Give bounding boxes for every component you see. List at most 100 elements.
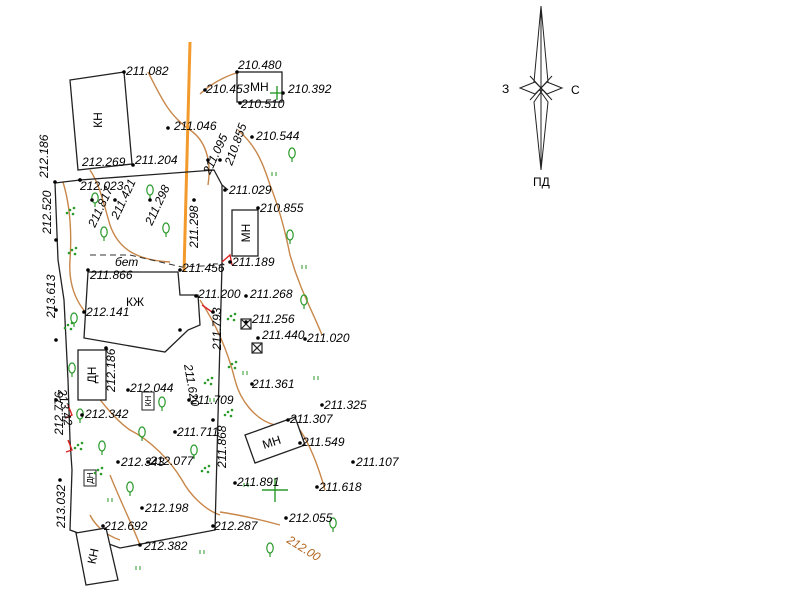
survey-point-marker (80, 413, 84, 417)
elevation-label: 211.107 (355, 455, 400, 469)
building-kn-small-label: КН (144, 396, 153, 407)
survey-point-marker (194, 294, 198, 298)
survey-point-marker (320, 403, 324, 407)
compass-south-label: ПД (533, 175, 550, 189)
tree-icon (98, 440, 106, 452)
shrub-dot (230, 408, 234, 412)
elevation-label: 211.189 (231, 255, 275, 269)
elevation-label: 211.456 (181, 261, 225, 275)
shrub-dot (226, 410, 230, 414)
survey-point-marker (54, 398, 58, 402)
elevation-label: 210.544 (255, 129, 300, 143)
compass-rose (518, 5, 564, 171)
building-mn-mid-label: МН (239, 224, 253, 243)
elevation-label: 212.692 (103, 519, 148, 533)
shrubs (63, 206, 238, 476)
building-mn-top-label: МН (250, 80, 269, 94)
survey-point-marker (131, 163, 135, 167)
elevation-label: 212.077 (149, 454, 195, 468)
survey-point-marker (233, 481, 237, 485)
tree-icon (288, 147, 296, 159)
shrub-dot (203, 381, 207, 385)
elevation-label: 211.325 (323, 398, 367, 412)
elevation-label: 213.032 (54, 484, 68, 529)
elevation-label: 210.480 (237, 58, 282, 72)
survey-point-marker (244, 320, 248, 324)
contour-lines (62, 71, 326, 546)
survey-point-marker (178, 268, 182, 272)
elevation-label: 213.42 (55, 387, 75, 427)
elevation-label: 211.307 (289, 412, 334, 426)
survey-point-marker (78, 178, 82, 182)
survey-point-marker (218, 158, 222, 162)
elevation-label: 212.186 (104, 348, 118, 393)
elevation-label: 211.711 (176, 425, 219, 439)
elevation-label: 211.029 (228, 183, 272, 197)
survey-point-marker (140, 506, 144, 510)
survey-point-marker (146, 460, 150, 464)
elevation-label: 211.020 (306, 331, 350, 345)
elevation-label: 211.361 (251, 377, 295, 391)
survey-point-marker (298, 441, 302, 445)
shrub-dot (73, 446, 77, 450)
building-kzh-label: КЖ (126, 295, 144, 309)
shrub-dot (203, 466, 207, 470)
building-kzh (83, 271, 201, 353)
survey-point-marker (315, 485, 319, 489)
shrub-dot (99, 472, 103, 476)
contour-label: 212.00 (284, 532, 324, 564)
tree-icon (100, 226, 108, 238)
shrub-dot (233, 312, 237, 316)
shrub-dot (71, 212, 75, 216)
tree-icon (158, 396, 166, 408)
survey-point-marker (173, 430, 177, 434)
elevation-label: 212.342 (84, 407, 129, 421)
elevation-label: 210.510 (240, 97, 285, 111)
tree-icon (162, 222, 170, 234)
shrub-dot (65, 211, 69, 215)
building-dn-small (83, 469, 97, 487)
shrub-dot (234, 360, 238, 364)
shrub-dot (209, 382, 213, 386)
survey-point-marker (211, 418, 215, 422)
survey-point-marker (148, 198, 152, 202)
shrub-dot (70, 321, 74, 325)
shrub-dot (230, 362, 234, 366)
grass-marks (107, 172, 319, 570)
survey-point-marker (178, 328, 182, 332)
elevation-label: 212.044 (129, 381, 174, 395)
survey-point-marker (53, 180, 57, 184)
building-kn-bottom-label: КН (85, 547, 102, 565)
building-dn-left (77, 349, 107, 401)
tree-icon (138, 426, 146, 438)
elevation-label: 211.440 (261, 328, 305, 342)
building-mn-top (236, 71, 283, 103)
tree-icon (266, 542, 274, 554)
survey-point-marker (122, 70, 126, 74)
shrub-dot (79, 447, 83, 451)
survey-point-marker (54, 308, 58, 312)
building-kn-bottom (75, 527, 119, 586)
elevation-label: 211.549 (301, 435, 345, 449)
survey-point-marker (223, 188, 227, 192)
building-dn-small-label: ДН (86, 472, 95, 483)
survey-point-marker (238, 101, 242, 105)
elevation-label: 211.268 (249, 287, 293, 301)
survey-point-marker (54, 238, 58, 242)
elevation-label: 211.204 (134, 153, 178, 167)
elevation-label: 210.453 (205, 82, 250, 96)
survey-point-marker (166, 126, 170, 130)
shrub-dot (73, 252, 77, 256)
shrub-dot (72, 206, 76, 210)
elevation-label: 212.287 (213, 519, 259, 533)
elevation-label: 212.382 (143, 539, 188, 553)
shrub-dot (74, 246, 78, 250)
elevation-label: 211.618 (318, 480, 362, 494)
compass-east-label: С (571, 83, 580, 97)
survey-point-marker (211, 524, 215, 528)
elevation-label: 212.776 (52, 391, 66, 436)
shrub-dot (80, 441, 84, 445)
elevation-label: 211.298 (187, 205, 201, 249)
survey-point-marker (284, 516, 288, 520)
survey-point-marker (211, 310, 215, 314)
